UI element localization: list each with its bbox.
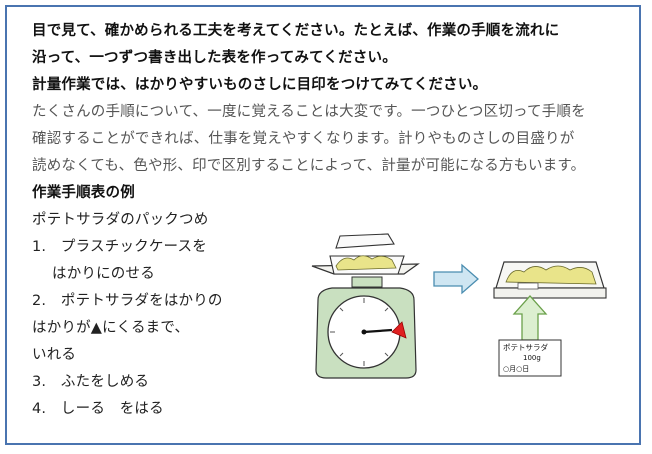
paragraph-3-line-2: 確認することができれば、仕事を覚えやすくなります。計りやものさしの目盛りが (32, 131, 575, 147)
kitchen-scale-icon (311, 233, 420, 379)
closed-package-icon (493, 261, 607, 299)
step-1-line-2: はかりにのせる (52, 266, 155, 282)
step-1-line-1: 1. プラスチックケースを (32, 239, 207, 255)
step-3-line-1: 3. ふたをしめる (32, 374, 150, 390)
step-4-line-1: 4. しーる をはる (32, 401, 164, 417)
example-task: ポテトサラダのパックつめ (32, 212, 209, 228)
label-sticker: ポテトサラダ 100g ○月○日 (498, 339, 562, 377)
label-date-text: ○月○日 (503, 365, 529, 373)
paragraph-3-line-3: 読めなくても、色や形、印で区別することによって、計量が可能になる方もいます。 (32, 158, 586, 174)
paragraph-1-line-2: 沿って、一つずつ書き出した表を作ってみてください。 (32, 50, 397, 66)
target-marker-icon (391, 321, 407, 339)
up-arrow-icon (512, 295, 548, 341)
paragraph-2-line-1: 計量作業では、はかりやすいものさしに目印をつけてみてください。 (32, 77, 488, 93)
paragraph-1-line-1: 目で見て、確かめられる工夫を考えてください。たとえば、作業の手順を流れに (32, 23, 560, 39)
example-heading: 作業手順表の例 (32, 185, 135, 201)
potato-salad-icon (335, 255, 397, 271)
label-name-text: ポテトサラダ (503, 342, 548, 352)
step-2-line-3: いれる (32, 347, 77, 363)
paragraph-3-line-1: たくさんの手順について、一度に覚えることは大変です。一つひとつ区切って手順を (32, 104, 586, 120)
step-2-line-2: はかりが▲にくるまで、 (32, 320, 190, 336)
label-weight-text: 100g (523, 354, 541, 362)
step-2-line-1: 2. ポテトサラダをはかりの (32, 293, 223, 309)
right-arrow-icon (433, 263, 479, 295)
